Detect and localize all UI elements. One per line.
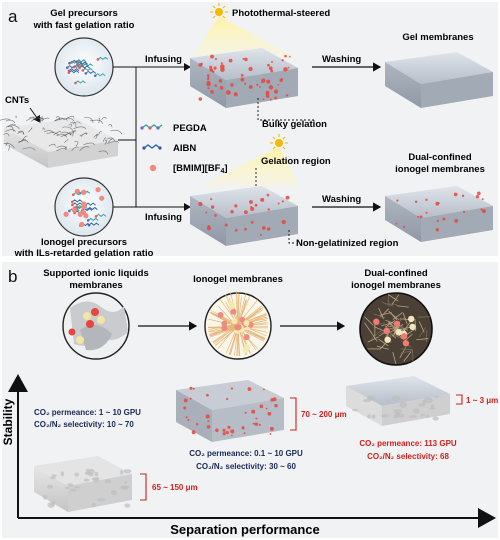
silm-circle bbox=[62, 292, 130, 360]
silm-title-1: Supported ionic liquids bbox=[43, 268, 149, 279]
non-gel-region-callout bbox=[288, 230, 296, 244]
washing-bottom-label: Washing bbox=[322, 194, 361, 205]
dual-thickness-bracket bbox=[456, 394, 463, 405]
dual-confined-membrane-b bbox=[346, 376, 450, 426]
gel-membranes-label: Gel membranes bbox=[402, 32, 473, 43]
infused-membrane-bottom bbox=[190, 186, 298, 246]
dual-confined-label-1: Dual-confined bbox=[408, 152, 472, 163]
pegda-legend-icon bbox=[140, 124, 163, 130]
infused-membrane-top bbox=[190, 48, 298, 108]
gelation-region-label: Gelation region bbox=[261, 156, 331, 167]
cnt-sponge bbox=[0, 115, 123, 168]
bulky-gelation-callout bbox=[257, 98, 316, 121]
gel-precursors-label-1: Gel precursors bbox=[50, 8, 118, 19]
dual-thickness: 1 ~ 3 μm bbox=[466, 396, 498, 405]
bulky-gelation-label: Bulky gelation bbox=[262, 119, 327, 130]
ionogel-selectivity: CO₂/N₂ selectivity: 30 ~ 60 bbox=[196, 462, 296, 471]
aibn-legend-icon bbox=[142, 144, 162, 150]
ionogel-precursors-label-2: with ILs-retarded gelation ratio bbox=[14, 248, 154, 259]
light-beam-top bbox=[192, 16, 296, 58]
dual-selectivity: CO₂/N₂ selectivity: 68 bbox=[367, 452, 449, 461]
ionic-liquid-legend-icon bbox=[149, 164, 157, 172]
x-axis-label: Separation performance bbox=[170, 522, 320, 537]
dual-circle bbox=[359, 292, 433, 366]
ionogel-circle bbox=[204, 291, 272, 360]
cnts-label: CNTs bbox=[5, 95, 29, 106]
ionogel-permeance: CO₂ permeance: 0.1 ~ 10 GPU bbox=[189, 449, 303, 458]
dual-confined-membrane-a bbox=[385, 186, 493, 242]
gel-membrane bbox=[385, 52, 493, 108]
ionogel-thickness-bracket bbox=[290, 397, 297, 431]
y-axis-label: Stability bbox=[1, 398, 15, 445]
silm-thickness-bracket bbox=[140, 473, 147, 501]
dual-permeance: CO₂ permeance: 113 GPU bbox=[359, 439, 457, 448]
ionogel-thickness: 70 ~ 200 μm bbox=[301, 410, 347, 419]
infusing-bottom-label: Infusing bbox=[145, 212, 182, 223]
panel-a-letter: a bbox=[8, 7, 18, 26]
sun-icon bbox=[210, 3, 228, 21]
photothermal-label: Photothermal-steered bbox=[232, 8, 330, 19]
ionogel-membrane bbox=[176, 380, 284, 442]
pegda-legend-label: PEGDA bbox=[173, 123, 207, 134]
dual-confined-label-2: ionogel membranes bbox=[395, 164, 485, 175]
silm-membrane bbox=[34, 456, 132, 512]
ionogel-precursor-circle bbox=[54, 177, 114, 237]
non-gel-region-label: Non-gelatinized region bbox=[296, 238, 399, 249]
ionogel-precursors-label-1: Ionogel precursors bbox=[41, 237, 127, 248]
aibn-legend-label: AIBN bbox=[173, 143, 196, 154]
dual-title-1: Dual-confined bbox=[364, 268, 428, 279]
silm-permeance: CO₂ permeance: 1 ~ 10 GPU bbox=[34, 408, 141, 417]
panel-b-letter: b bbox=[8, 267, 17, 286]
silm-selectivity: CO₂/N₂ selectivity: 10 ~ 70 bbox=[34, 420, 134, 429]
gel-precursor-circle bbox=[54, 37, 114, 97]
washing-top-label: Washing bbox=[322, 54, 361, 65]
ionic-liquid-legend-label: [BMIM][BF4] bbox=[173, 163, 228, 175]
cnts-pointer bbox=[29, 107, 41, 123]
ionogel-title: Ionogel membranes bbox=[193, 274, 283, 285]
silm-thickness: 65 ~ 150 μm bbox=[152, 483, 198, 492]
gel-precursors-label-2: with fast gelation ratio bbox=[33, 20, 135, 31]
infusing-top-label: Infusing bbox=[145, 54, 182, 65]
light-beam-bottom bbox=[200, 147, 300, 186]
dual-title-2: ionogel membranes bbox=[351, 280, 441, 291]
silm-title-2: membranes bbox=[69, 280, 122, 291]
